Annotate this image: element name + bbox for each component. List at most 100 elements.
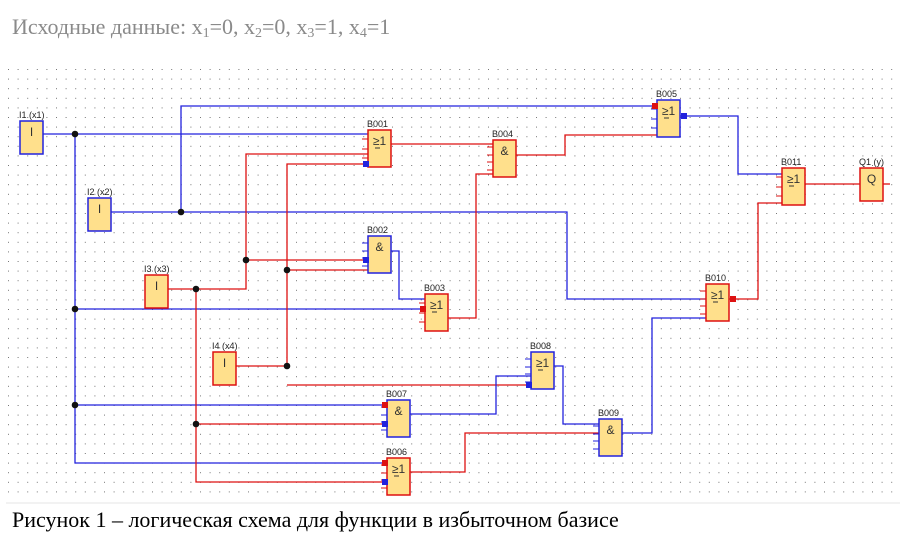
block-symbol: & bbox=[500, 144, 508, 158]
block-symbol: ≥1 bbox=[392, 462, 406, 476]
block-symbol: ≥1 bbox=[662, 104, 676, 118]
pin-marker bbox=[652, 103, 658, 109]
junction-dot bbox=[71, 130, 79, 138]
block-label: I1 (x1) bbox=[19, 110, 45, 120]
block-symbol: ≥1 bbox=[711, 288, 725, 302]
wire bbox=[680, 115, 782, 175]
heading-prefix: Исходные данные: bbox=[12, 14, 192, 39]
wire bbox=[180, 105, 657, 212]
block-body[interactable] bbox=[859, 167, 884, 202]
wire bbox=[622, 317, 706, 434]
block-symbol: I bbox=[223, 356, 226, 370]
junction-dot bbox=[283, 266, 291, 274]
pin-marker bbox=[363, 257, 369, 263]
pin-marker bbox=[730, 296, 736, 302]
junction-dot bbox=[71, 305, 79, 313]
var-x1: x1=0 bbox=[191, 14, 233, 41]
block-label: B004 bbox=[492, 129, 513, 139]
block-i1[interactable]: I1 (x1) I bbox=[19, 110, 45, 155]
pin-marker bbox=[526, 382, 532, 388]
wire bbox=[410, 375, 531, 415]
source-data-heading: Исходные данные: x1=0, x2=0, x3=1, x4=1 bbox=[12, 14, 391, 41]
block-symbol: Q bbox=[867, 172, 876, 186]
block-label: I3 (x3) bbox=[144, 264, 170, 274]
block-b011[interactable]: B011 ≥1 bbox=[776, 157, 806, 206]
pin-marker bbox=[382, 421, 388, 427]
block-label: B001 bbox=[367, 119, 388, 129]
block-symbol: I bbox=[155, 279, 158, 293]
blocks: I1 (x1)II2 (x2)II3 (x3)II4 (x4)IB001≥1B0… bbox=[19, 89, 884, 496]
block-label: B010 bbox=[705, 273, 726, 283]
block-b009[interactable]: B009 & bbox=[593, 408, 623, 457]
block-i4[interactable]: I4 (x4)I bbox=[212, 341, 238, 386]
block-body[interactable] bbox=[598, 418, 623, 457]
block-b006[interactable]: B006 ≥1 bbox=[381, 447, 411, 496]
block-b010[interactable]: B010 ≥1 bbox=[700, 273, 730, 322]
wire bbox=[236, 163, 368, 367]
block-body[interactable] bbox=[19, 120, 44, 155]
block-label: I2 (x2) bbox=[87, 187, 113, 197]
block-label: B009 bbox=[598, 408, 619, 418]
block-label: B007 bbox=[386, 389, 407, 399]
junction-dot bbox=[192, 285, 200, 293]
junction-dot bbox=[192, 420, 200, 428]
block-symbol: ≥1 bbox=[787, 172, 801, 186]
block-body[interactable] bbox=[144, 274, 169, 309]
block-b007[interactable]: B007 & bbox=[381, 389, 411, 438]
block-body[interactable] bbox=[87, 197, 112, 232]
wire bbox=[448, 173, 493, 319]
block-i3[interactable]: I3 (x3) I bbox=[144, 264, 170, 309]
block-b008[interactable]: B008 ≥1 bbox=[525, 341, 555, 390]
pin-marker bbox=[382, 402, 388, 408]
block-symbol: ≥1 bbox=[373, 134, 387, 148]
wire bbox=[195, 289, 387, 483]
junction-dot bbox=[177, 208, 185, 216]
wire bbox=[729, 202, 782, 300]
block-symbol: ≥1 bbox=[536, 356, 550, 370]
wires bbox=[43, 105, 890, 483]
block-symbol: I bbox=[98, 202, 101, 216]
wire bbox=[554, 365, 599, 425]
pin-marker bbox=[681, 113, 687, 119]
block-symbol: & bbox=[394, 404, 402, 418]
block-b005[interactable]: B005 ≥1 bbox=[651, 89, 681, 138]
block-label: B008 bbox=[530, 341, 551, 351]
figure-caption: Рисунок 1 – логическая схема для функции… bbox=[12, 507, 619, 532]
wire bbox=[410, 432, 599, 473]
block-label: Q1 (y) bbox=[859, 157, 884, 167]
pin-marker bbox=[420, 306, 426, 312]
block-symbol: & bbox=[606, 423, 614, 437]
var-x2: x2=0 bbox=[244, 14, 286, 41]
block-b003[interactable]: B003 ≥1 bbox=[419, 283, 449, 332]
block-label: B011 bbox=[781, 157, 801, 167]
block-b001[interactable]: B001 ≥1 bbox=[362, 119, 392, 168]
junctions bbox=[71, 103, 736, 485]
block-b002[interactable]: B002 & bbox=[362, 225, 392, 274]
block-symbol: & bbox=[375, 240, 383, 254]
var-x4: x4=1 bbox=[348, 14, 391, 41]
junction-dot bbox=[71, 401, 79, 409]
junction-dot bbox=[283, 362, 291, 370]
var-x3: x3=1 bbox=[296, 14, 338, 41]
pin-marker bbox=[382, 479, 388, 485]
block-b004[interactable]: B004 & bbox=[487, 129, 517, 178]
block-label: B006 bbox=[386, 447, 407, 457]
block-symbol: ≥1 bbox=[430, 298, 444, 312]
block-body[interactable] bbox=[386, 399, 411, 438]
block-label: B002 bbox=[367, 225, 388, 235]
block-i2[interactable]: I2 (x2) I bbox=[87, 187, 113, 232]
block-q1[interactable]: Q1 (y) Q bbox=[859, 157, 884, 202]
pin-marker bbox=[363, 161, 369, 167]
block-label: B003 bbox=[424, 283, 445, 293]
junction-dot bbox=[242, 256, 250, 264]
block-body[interactable] bbox=[212, 351, 237, 386]
block-label: B005 bbox=[656, 89, 677, 99]
block-symbol: I bbox=[30, 125, 33, 139]
pin-marker bbox=[382, 460, 388, 466]
block-body[interactable] bbox=[367, 235, 392, 274]
wire bbox=[391, 250, 425, 300]
wire bbox=[168, 153, 368, 290]
block-body[interactable] bbox=[492, 139, 517, 178]
wire bbox=[74, 134, 387, 464]
